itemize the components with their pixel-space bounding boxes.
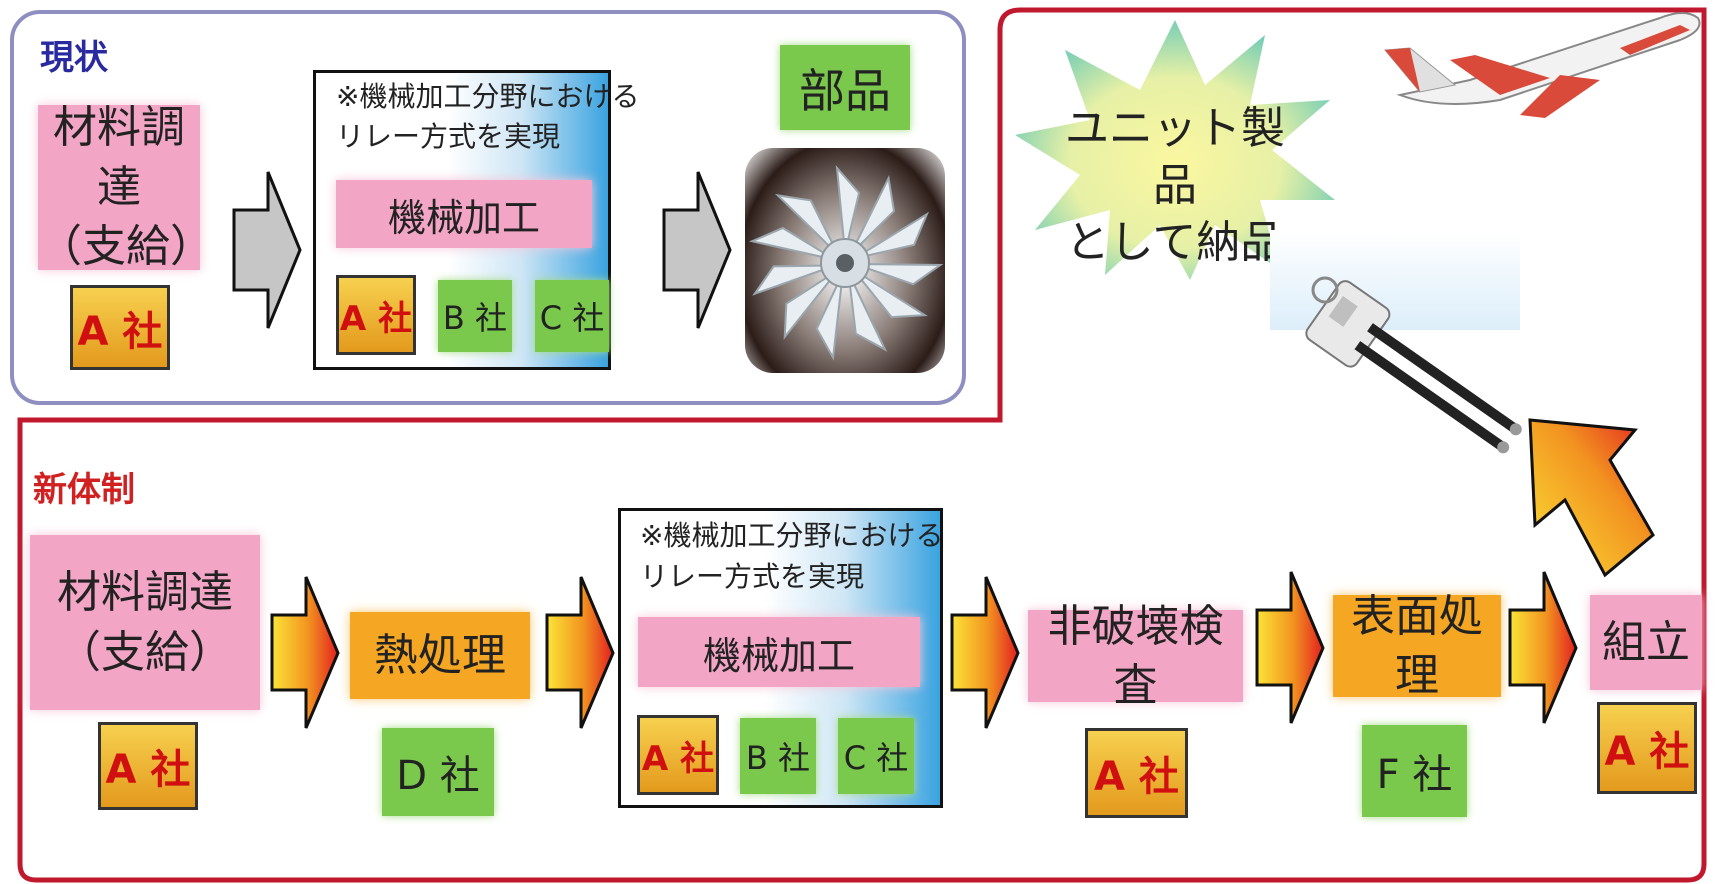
ndt-box: 非破壊検査	[1028, 601, 1243, 711]
assembly-company-badge: A 社	[1597, 702, 1697, 794]
new-material-box: 材料調達 （支給）	[30, 535, 260, 710]
current-machining-note-line2: リレー方式を実現	[336, 120, 561, 153]
unit-product-background	[1270, 230, 1520, 330]
airplane-icon	[1383, 12, 1701, 118]
gray-arrow-icon	[232, 171, 302, 329]
current-material-line2: （支給）	[38, 221, 214, 273]
new-machining-company-c: C 社	[838, 718, 914, 794]
current-machining-company-b: B 社	[438, 280, 512, 352]
new-machining-note-line2: リレー方式を実現	[640, 560, 865, 593]
assembly-box: 組立	[1590, 595, 1702, 690]
gray-arrow-icon	[662, 171, 732, 329]
current-machining-company-a: A 社	[336, 275, 416, 355]
delivery-line2: として納品	[1065, 217, 1285, 269]
delivery-text: ユニット製品 として納品	[1050, 100, 1300, 272]
new-machining-process: 機械加工	[638, 617, 920, 687]
current-material-company-badge: A 社	[70, 285, 170, 370]
new-machining-note-line1: ※機械加工分野における	[640, 519, 944, 552]
current-machining-process: 機械加工	[336, 180, 592, 248]
current-state-label: 現状	[40, 38, 108, 78]
current-state-panel	[10, 10, 966, 405]
current-material-box: 材料調達 （支給）	[38, 102, 214, 272]
ndt-company-badge: A 社	[1085, 728, 1188, 818]
current-machining-company-c: C 社	[535, 280, 609, 352]
new-system-label: 新体制	[33, 470, 135, 510]
starburst-icon	[1015, 20, 1335, 280]
heat-treatment-box: 熱処理	[350, 612, 530, 699]
gradient-arrow-icon	[270, 576, 340, 729]
heat-treatment-company: D 社	[382, 728, 494, 816]
surface-treatment-box: 表面処理	[1333, 591, 1501, 701]
delivery-line1: ユニット製品	[1065, 103, 1285, 212]
new-material-company-badge: A 社	[98, 722, 198, 810]
impeller-icon	[748, 165, 944, 361]
impeller-image	[745, 148, 945, 373]
up-arrow-icon	[1528, 418, 1655, 578]
gradient-arrow-icon	[1255, 571, 1325, 724]
new-machining-company-b: B 社	[740, 718, 816, 794]
new-machining-company-a: A 社	[637, 715, 719, 795]
new-material-line1: 材料調達	[57, 567, 233, 619]
gradient-arrow-icon	[950, 576, 1020, 729]
current-machining-note-line1: ※機械加工分野における	[336, 80, 640, 113]
surface-treatment-company: F 社	[1362, 725, 1467, 817]
new-material-line2: （支給）	[57, 626, 233, 678]
actuator-icon	[1305, 276, 1522, 454]
current-material-line1: 材料調達	[53, 102, 185, 213]
gradient-arrow-icon	[1508, 571, 1578, 724]
part-label: 部品	[780, 45, 910, 130]
gradient-arrow-icon	[545, 576, 615, 729]
